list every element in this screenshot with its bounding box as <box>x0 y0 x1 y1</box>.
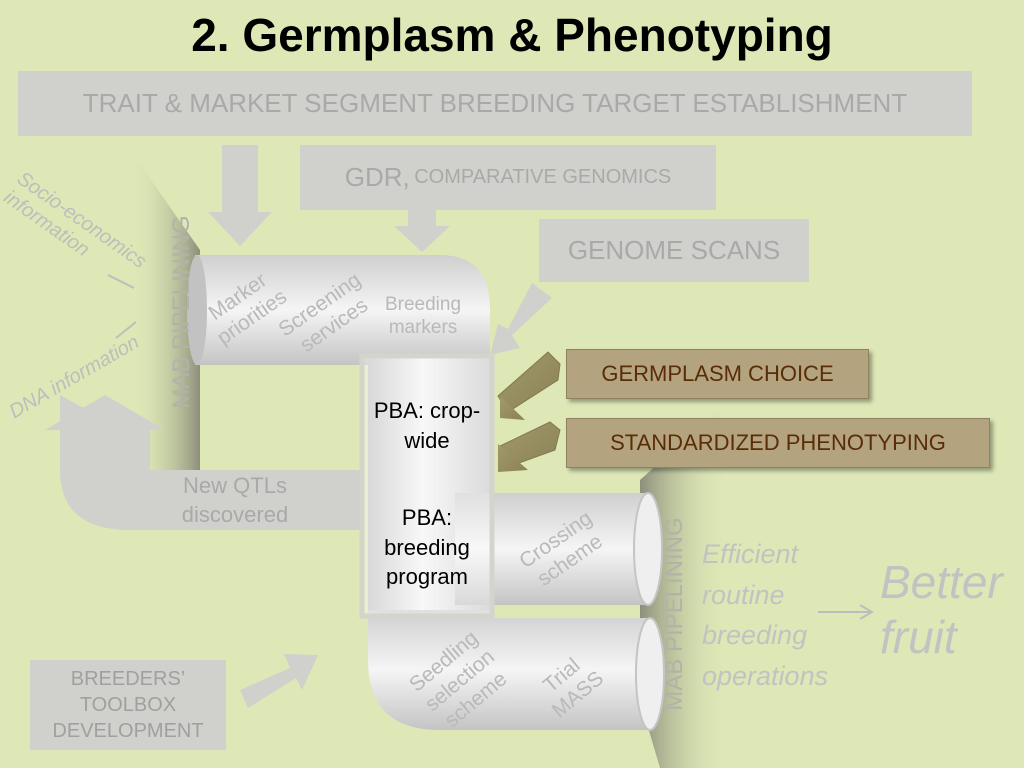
upper-pipe <box>195 255 445 365</box>
standardized-phenotyping-box: STANDARDIZED PHENOTYPING <box>566 418 990 468</box>
pba-frame <box>359 353 495 619</box>
small-arrow-1 <box>107 274 135 289</box>
crossing-pipe <box>455 493 650 605</box>
upper-elbow <box>440 255 490 365</box>
down-arrow-1 <box>208 145 272 246</box>
mab-pipelining-right: MAB PIPELINING <box>661 517 688 711</box>
genome-scans-label: GENOME SCANS <box>567 235 781 265</box>
new-qtls-label: New QTLs discovered <box>181 473 289 527</box>
genome-scans-box: GENOME SCANS <box>539 219 809 282</box>
trait-target-label: TRAIT & MARKET SEGMENT BREEDING TARGET E… <box>82 88 908 118</box>
trait-target-box: TRAIT & MARKET SEGMENT BREEDING TARGET E… <box>18 71 972 136</box>
gdr-box: GDR, COMPARATIVE GENOMICS <box>300 145 716 210</box>
breeders-toolbox-label: BREEDERS’ TOOLBOX DEVELOPMENT <box>52 668 204 742</box>
lower-pipe-end <box>635 617 665 731</box>
toolbox-arrow <box>240 654 318 708</box>
breeders-toolbox-box: BREEDERS’ TOOLBOX DEVELOPMENT <box>30 660 226 750</box>
upper-pipe-end <box>187 255 207 365</box>
outcome-arrow <box>818 604 874 620</box>
better-fruit-label: Better fruit <box>880 556 1003 664</box>
loop-arrow-head <box>45 395 165 430</box>
breeding-markers-label: Breeding markers <box>384 294 462 338</box>
standardized-phenotyping-label: STANDARDIZED PHENOTYPING <box>610 430 946 455</box>
pba-breeding-program-label: PBA: breeding program <box>384 505 470 590</box>
olive-arrow-1-head <box>500 396 525 420</box>
gdr-sub-label: COMPARATIVE GENOMICS <box>414 166 672 188</box>
efficient-operations-label: Efficient routine breeding operations <box>702 539 829 691</box>
olive-arrow-2-head <box>498 444 528 472</box>
pba-crop-wide-label: PBA: crop-wide <box>373 398 481 453</box>
lower-pipe <box>368 610 650 730</box>
left-shadow <box>130 150 200 470</box>
crossing-pipe-end <box>633 492 663 606</box>
down-arrow-2 <box>394 210 450 252</box>
germplasm-choice-label: GERMPLASM CHOICE <box>601 361 834 386</box>
page-title: 2. Germplasm & Phenotyping <box>191 9 833 61</box>
gdr-main-label: GDR, <box>344 162 410 192</box>
down-arrow-3 <box>490 283 552 355</box>
olive-arrow-1 <box>497 351 561 413</box>
germplasm-choice-box: GERMPLASM CHOICE <box>566 349 869 399</box>
small-arrow-2 <box>115 321 137 339</box>
